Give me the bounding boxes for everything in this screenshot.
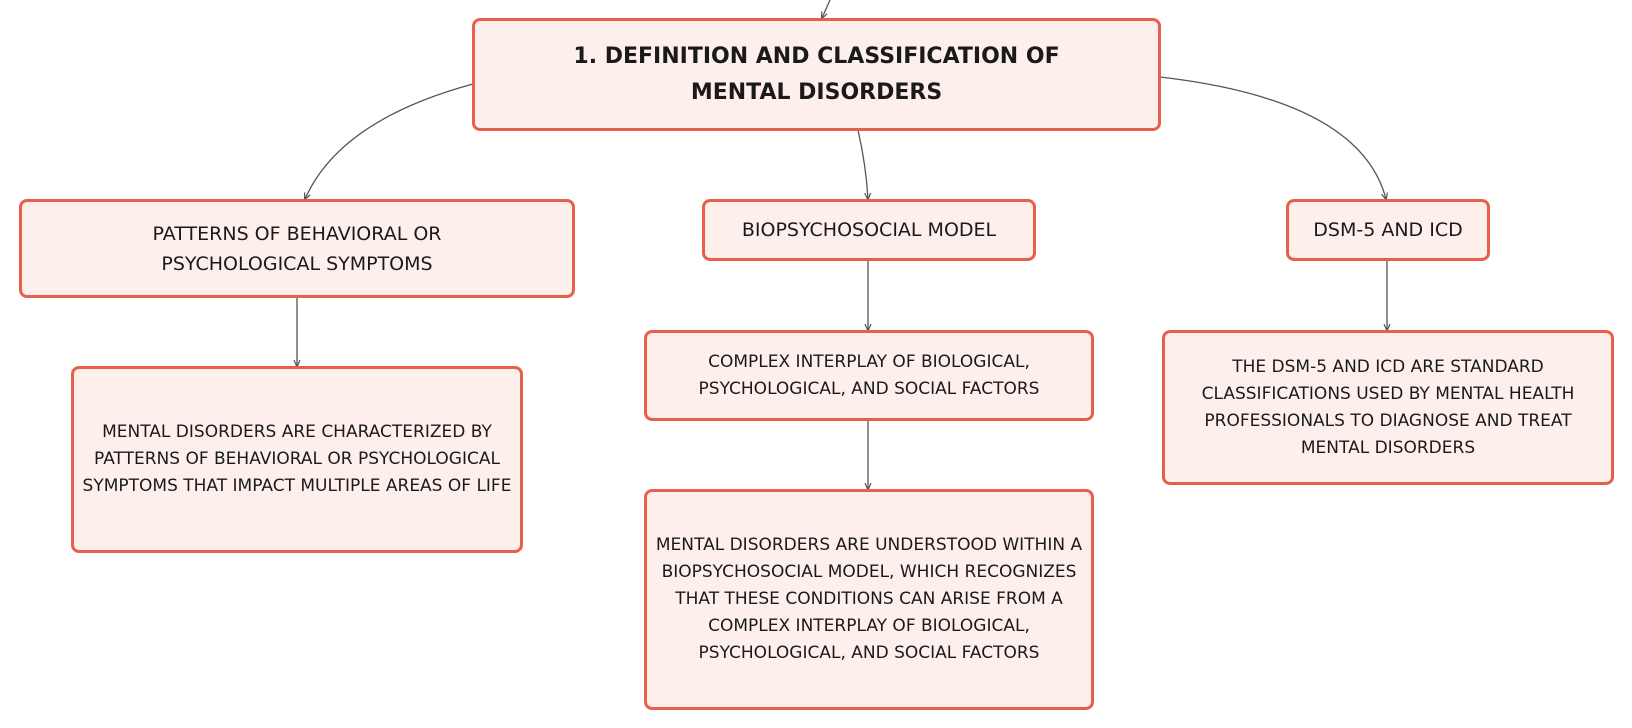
connector-root-to-branch-1 — [305, 83, 474, 199]
branch-node-label: PATTERNS OF BEHAVIORAL OR PSYCHOLOGICAL … — [152, 222, 442, 275]
root-node-label: 1. DEFINITION AND CLASSIFICATION OF MENT… — [573, 43, 1060, 105]
branch-node-dsm5-icd[interactable]: DSM-5 AND ICD — [1286, 199, 1490, 261]
branch-node-label: BIOPSYCHOSOCIAL MODEL — [741, 219, 997, 241]
detail-node-label: MENTAL DISORDERS ARE CHARACTERIZED BY PA… — [82, 422, 512, 496]
detail-node-behavioral-symptoms[interactable]: MENTAL DISORDERS ARE CHARACTERIZED BY PA… — [71, 366, 523, 553]
branch-node-biopsychosocial-model[interactable]: BIOPSYCHOSOCIAL MODEL — [702, 199, 1036, 261]
detail-node-label: MENTAL DISORDERS ARE UNDERSTOOD WITHIN A… — [655, 535, 1083, 663]
connector-root-to-branch-2 — [857, 129, 868, 199]
root-node[interactable]: 1. DEFINITION AND CLASSIFICATION OF MENT… — [472, 18, 1161, 131]
detail-node-biopsychosocial-explanation[interactable]: MENTAL DISORDERS ARE UNDERSTOOD WITHIN A… — [644, 489, 1094, 710]
branch-node-label: DSM-5 AND ICD — [1313, 219, 1463, 241]
detail-node-dsm5-icd[interactable]: THE DSM-5 AND ICD ARE STANDARD CLASSIFIC… — [1162, 330, 1614, 485]
branch-node-behavioral-symptoms[interactable]: PATTERNS OF BEHAVIORAL OR PSYCHOLOGICAL … — [19, 199, 575, 298]
detail-node-complex-interplay[interactable]: COMPLEX INTERPLAY OF BIOLOGICAL, PSYCHOL… — [644, 330, 1094, 421]
detail-node-label: COMPLEX INTERPLAY OF BIOLOGICAL, PSYCHOL… — [698, 351, 1040, 399]
connector-root-to-branch-3 — [1159, 76, 1386, 199]
detail-node-label: THE DSM-5 AND ICD ARE STANDARD CLASSIFIC… — [1201, 356, 1575, 458]
connector-incoming-root — [822, 0, 831, 18]
